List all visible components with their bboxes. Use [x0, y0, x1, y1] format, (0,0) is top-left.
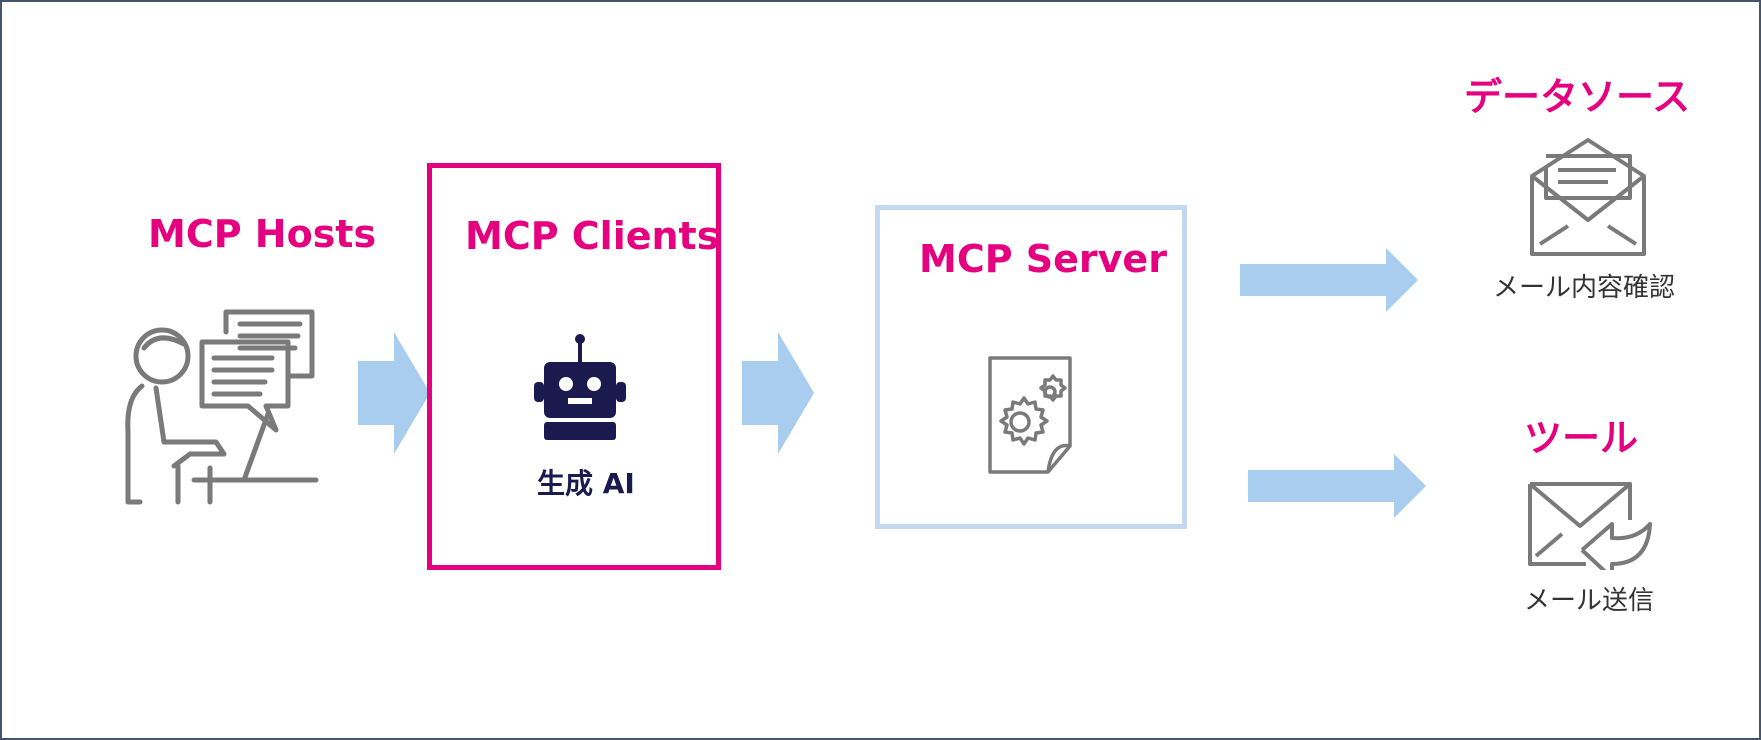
clients-title: MCP Clients: [465, 214, 720, 258]
arrow-clients-to-server: [742, 332, 814, 454]
tool-title: ツール: [1524, 416, 1639, 460]
person-at-laptop-chat-icon: [120, 302, 325, 512]
arrow-server-to-data-source: [1240, 248, 1418, 312]
server-title: MCP Server: [919, 237, 1167, 281]
data-source-caption: メール内容確認: [1493, 273, 1676, 303]
server-box: [875, 205, 1187, 529]
clients-box: [427, 163, 721, 570]
hosts-title: MCP Hosts: [148, 212, 377, 256]
gear-document-icon: [982, 354, 1078, 478]
open-envelope-icon: [1528, 136, 1648, 260]
robot-icon: [530, 332, 630, 442]
envelope-send-icon: [1526, 480, 1656, 570]
tool-caption: メール送信: [1524, 586, 1655, 616]
arrow-server-to-tool: [1248, 454, 1426, 518]
ai-label: 生成 AI: [537, 467, 635, 500]
data-source-title: データソース: [1464, 75, 1691, 119]
arrow-hosts-to-clients: [358, 332, 430, 454]
